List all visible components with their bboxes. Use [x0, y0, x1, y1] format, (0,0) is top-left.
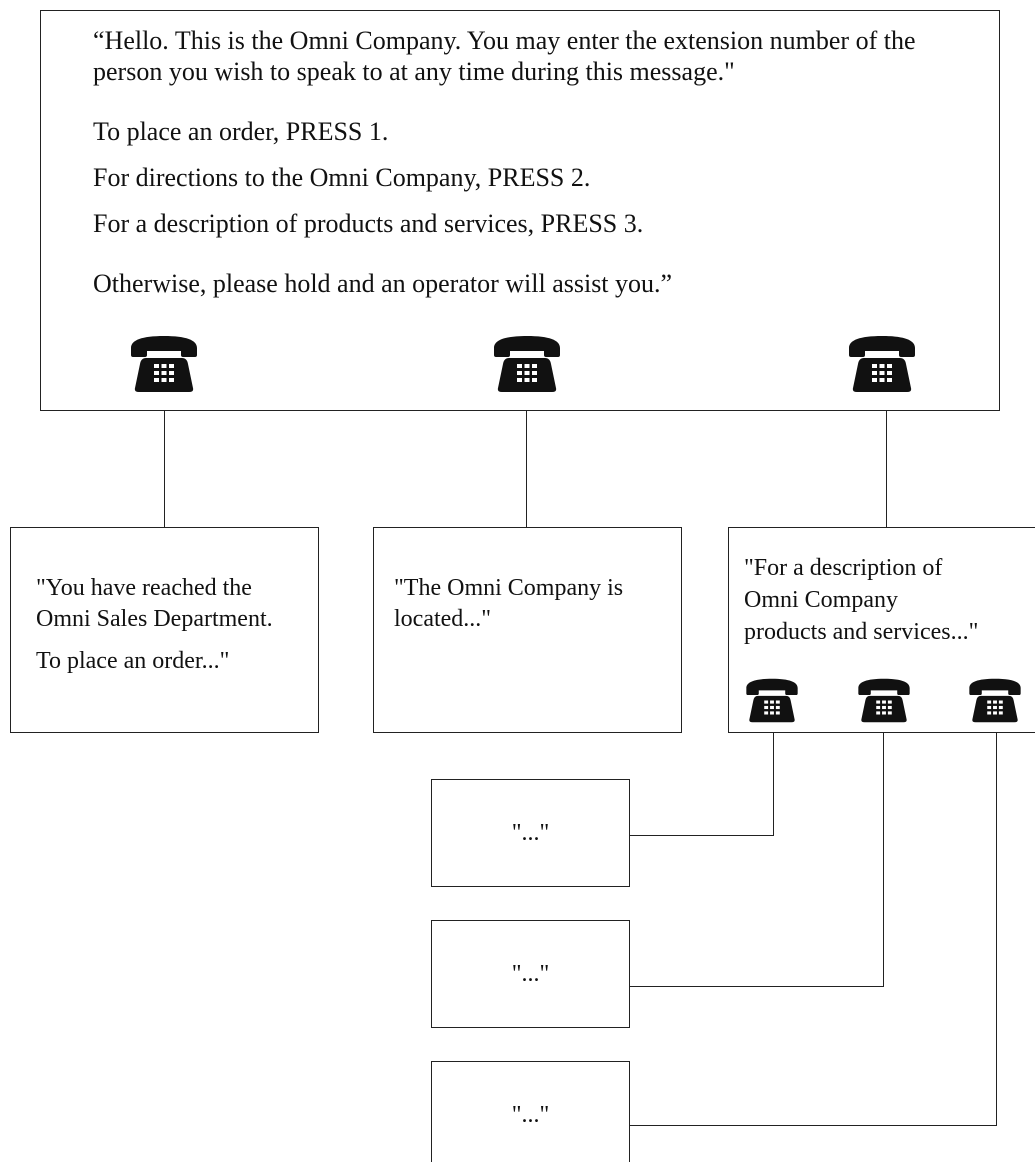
connector-line: [629, 1125, 997, 1126]
option-1-text: To place an order, PRESS 1.: [93, 117, 389, 146]
sub-branch-box: "...": [431, 1061, 630, 1162]
connector-line: [629, 986, 884, 987]
connector-line: [164, 411, 165, 528]
connector-line: [886, 411, 887, 528]
branch-text-line: To place an order...": [36, 648, 230, 674]
telephone-icon: [858, 678, 910, 723]
sub-branch-text: "...": [511, 1102, 550, 1128]
connector-line: [629, 835, 774, 836]
telephone-icon: [969, 678, 1021, 723]
connector-line: [996, 733, 997, 1126]
closing-text: Otherwise, please hold and an operator w…: [93, 269, 673, 298]
branch-box-sales: "You have reached the Omni Sales Departm…: [10, 527, 319, 733]
option-2-text: For directions to the Omni Company, PRES…: [93, 163, 591, 192]
branch-text-line: "For a description of: [744, 555, 943, 581]
branch-text-line: located...": [394, 606, 492, 632]
connector-line: [526, 411, 527, 528]
branch-text-line: Omni Company: [744, 587, 898, 613]
sub-branch-text: "...": [511, 961, 550, 987]
branch-text-line: "You have reached the: [36, 575, 252, 601]
telephone-icon: [494, 336, 560, 392]
branch-text-line: "The Omni Company is: [394, 575, 624, 601]
telephone-icon: [131, 336, 197, 392]
option-3-text: For a description of products and servic…: [93, 209, 644, 238]
connector-line: [773, 733, 774, 836]
sub-branch-text: "...": [511, 820, 550, 846]
connector-line: [883, 733, 884, 987]
telephone-icon: [849, 336, 915, 392]
branch-text-line: products and services...": [744, 619, 979, 645]
branch-box-directions: "The Omni Company is located...": [373, 527, 682, 733]
branch-text-line: Omni Sales Department.: [36, 606, 273, 632]
telephone-icon: [746, 678, 798, 723]
greeting-text: “Hello. This is the Omni Company. You ma…: [93, 26, 916, 86]
sub-branch-box: "...": [431, 920, 630, 1028]
sub-branch-box: "...": [431, 779, 630, 887]
